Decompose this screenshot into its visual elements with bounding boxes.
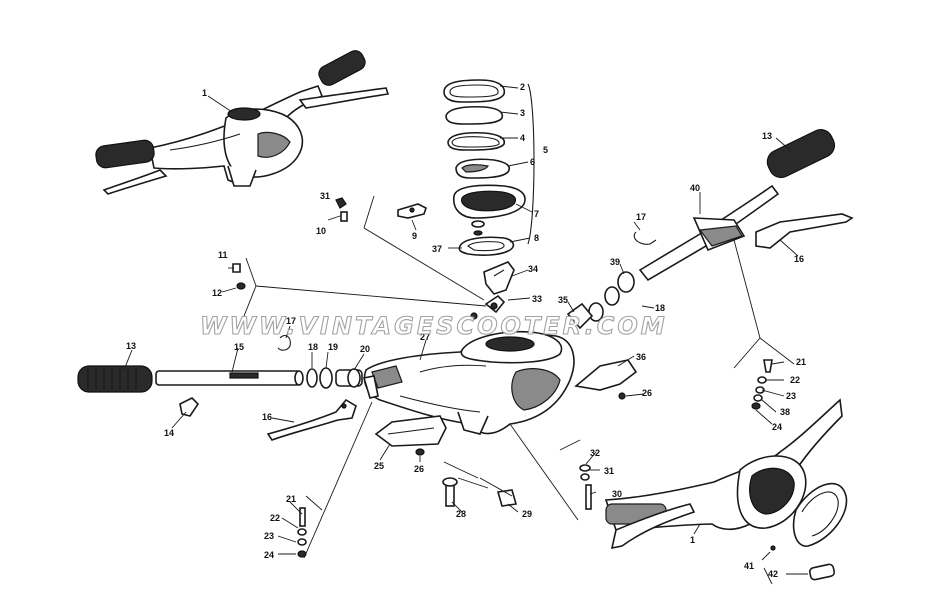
callout-40: 40 bbox=[690, 183, 700, 193]
lower-middle-parts bbox=[374, 415, 592, 510]
callout-4: 4 bbox=[520, 133, 525, 143]
callout-30: 30 bbox=[612, 489, 622, 499]
callout-10: 10 bbox=[316, 226, 326, 236]
callout-34: 34 bbox=[528, 264, 538, 274]
bracket-5 bbox=[527, 83, 535, 245]
small-parts-upper bbox=[232, 197, 515, 320]
callout-1-lower: 1 bbox=[690, 535, 695, 545]
leader-lines bbox=[123, 85, 808, 585]
callout-14: 14 bbox=[164, 428, 174, 438]
callout-5: 5 bbox=[543, 145, 548, 155]
callout-31-upper: 31 bbox=[320, 191, 330, 201]
callout-32: 32 bbox=[590, 448, 600, 458]
callout-20: 20 bbox=[360, 344, 370, 354]
left-hardware bbox=[297, 507, 307, 558]
callout-16-right: 16 bbox=[794, 254, 804, 264]
callout-12: 12 bbox=[212, 288, 222, 298]
callout-24-left: 24 bbox=[264, 550, 274, 560]
callout-27: 27 bbox=[420, 332, 430, 342]
callout-8: 8 bbox=[534, 233, 539, 243]
assembled-handlebar-top-left bbox=[95, 50, 390, 195]
callout-28: 28 bbox=[456, 509, 466, 519]
left-parts bbox=[77, 335, 363, 441]
callout-15: 15 bbox=[234, 342, 244, 352]
callout-42: 42 bbox=[768, 569, 778, 579]
watermark-text: WWW.VINTAGESCOOTER.COM bbox=[200, 312, 668, 340]
callout-29: 29 bbox=[522, 509, 532, 519]
callout-6: 6 bbox=[530, 157, 535, 167]
callout-11: 11 bbox=[218, 250, 228, 260]
callout-18-right: 18 bbox=[655, 303, 665, 313]
callout-9: 9 bbox=[412, 231, 417, 241]
callout-21-right: 21 bbox=[796, 357, 806, 367]
callout-numbers: 1 2 3 4 5 6 7 8 9 10 11 12 13 13 14 15 1… bbox=[126, 82, 806, 579]
callout-3: 3 bbox=[520, 108, 525, 118]
callout-22-left: 22 bbox=[270, 513, 280, 523]
callout-31-lower: 31 bbox=[604, 466, 614, 476]
handlebar-body-27 bbox=[362, 330, 575, 435]
callout-19: 19 bbox=[328, 342, 338, 352]
callout-26-left: 26 bbox=[414, 464, 424, 474]
callout-36: 36 bbox=[636, 352, 646, 362]
callout-17-left: 17 bbox=[286, 316, 296, 326]
callout-13-left: 13 bbox=[126, 341, 136, 351]
callout-37: 37 bbox=[432, 244, 442, 254]
callout-23-right: 23 bbox=[786, 391, 796, 401]
speedometer-assembly bbox=[443, 79, 526, 256]
callout-26-right: 26 bbox=[642, 388, 652, 398]
right-hardware bbox=[751, 359, 773, 410]
callout-18-left: 18 bbox=[308, 342, 318, 352]
callout-13-right: 13 bbox=[762, 131, 772, 141]
callout-25: 25 bbox=[374, 461, 384, 471]
callout-16-left: 16 bbox=[262, 412, 272, 422]
callout-22-right: 22 bbox=[790, 375, 800, 385]
callout-21-left: 21 bbox=[286, 494, 296, 504]
callout-33: 33 bbox=[532, 294, 542, 304]
callout-1: 1 bbox=[202, 88, 207, 98]
callout-38: 38 bbox=[780, 407, 790, 417]
right-parts bbox=[566, 129, 854, 400]
callout-2: 2 bbox=[520, 82, 525, 92]
callout-35: 35 bbox=[558, 295, 568, 305]
callout-39: 39 bbox=[610, 257, 620, 267]
callout-17-right: 17 bbox=[636, 212, 646, 222]
callout-41: 41 bbox=[744, 561, 754, 571]
callout-24-right: 24 bbox=[772, 422, 782, 432]
callout-7: 7 bbox=[534, 209, 539, 219]
assembled-handlebar-bottom-right bbox=[604, 398, 848, 581]
callout-23-left: 23 bbox=[264, 531, 274, 541]
